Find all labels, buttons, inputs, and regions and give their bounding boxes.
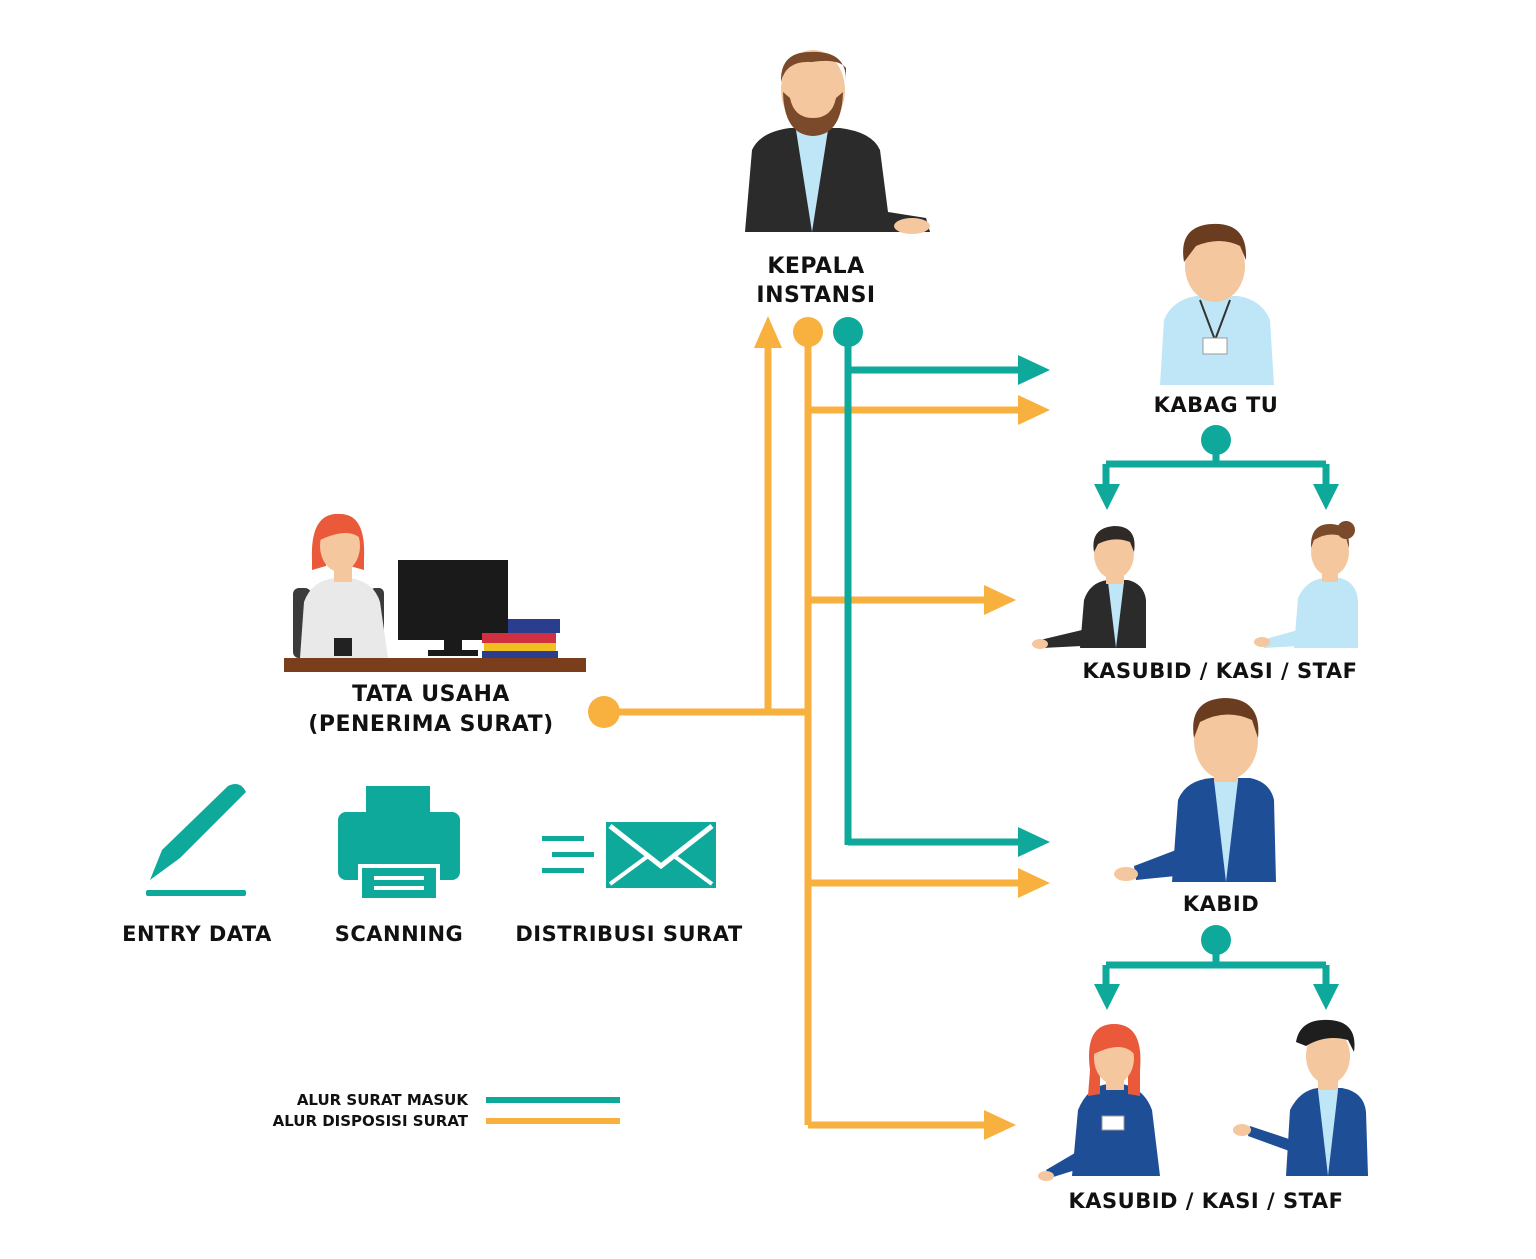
tata-usaha-label: TATA USAHA (PENERIMA SURAT) — [286, 680, 576, 740]
staf-bottom-man-figure — [1233, 1019, 1368, 1176]
staf-top-label: KASUBID / KASI / STAF — [1082, 659, 1358, 683]
kabag-tu-label: KABAG TU — [1153, 393, 1279, 417]
staf-top-man-figure — [1032, 526, 1146, 649]
process-distribusi-label: DISTRIBUSI SURAT — [515, 922, 743, 946]
surat-masuk-arrowheads — [833, 317, 1339, 1010]
kepala-label-line1: KEPALA — [767, 254, 865, 279]
disposisi-flow — [606, 332, 1022, 1129]
kepala-instansi-figure — [745, 50, 930, 234]
kabid-label: KABID — [1182, 892, 1260, 916]
staf-bottom-label: KASUBID / KASI / STAF — [1068, 1189, 1344, 1213]
kabag-tu-figure — [1160, 223, 1274, 385]
kepala-instansi-label: KEPALA INSTANSI — [742, 252, 890, 310]
pen-icon — [146, 784, 246, 896]
tata-usaha-line2: (PENERIMA SURAT) — [308, 712, 554, 737]
staf-top-woman-figure — [1254, 521, 1358, 648]
tata-usaha-line1: TATA USAHA — [352, 682, 510, 707]
disposisi-arrowheads — [588, 316, 1050, 1140]
staf-bottom-woman-figure — [1038, 1024, 1160, 1181]
legend-masuk-label: ALUR SURAT MASUK — [296, 1091, 468, 1109]
kepala-label-line2: INSTANSI — [756, 283, 876, 308]
legend-disposisi-label: ALUR DISPOSISI SURAT — [272, 1112, 468, 1130]
tata-usaha-figure — [284, 513, 586, 672]
process-scanning-label: SCANNING — [334, 922, 464, 946]
printer-icon — [338, 786, 460, 902]
process-entry-data-label: ENTRY DATA — [122, 922, 272, 946]
envelope-icon — [542, 822, 716, 888]
kabid-figure — [1114, 698, 1276, 882]
